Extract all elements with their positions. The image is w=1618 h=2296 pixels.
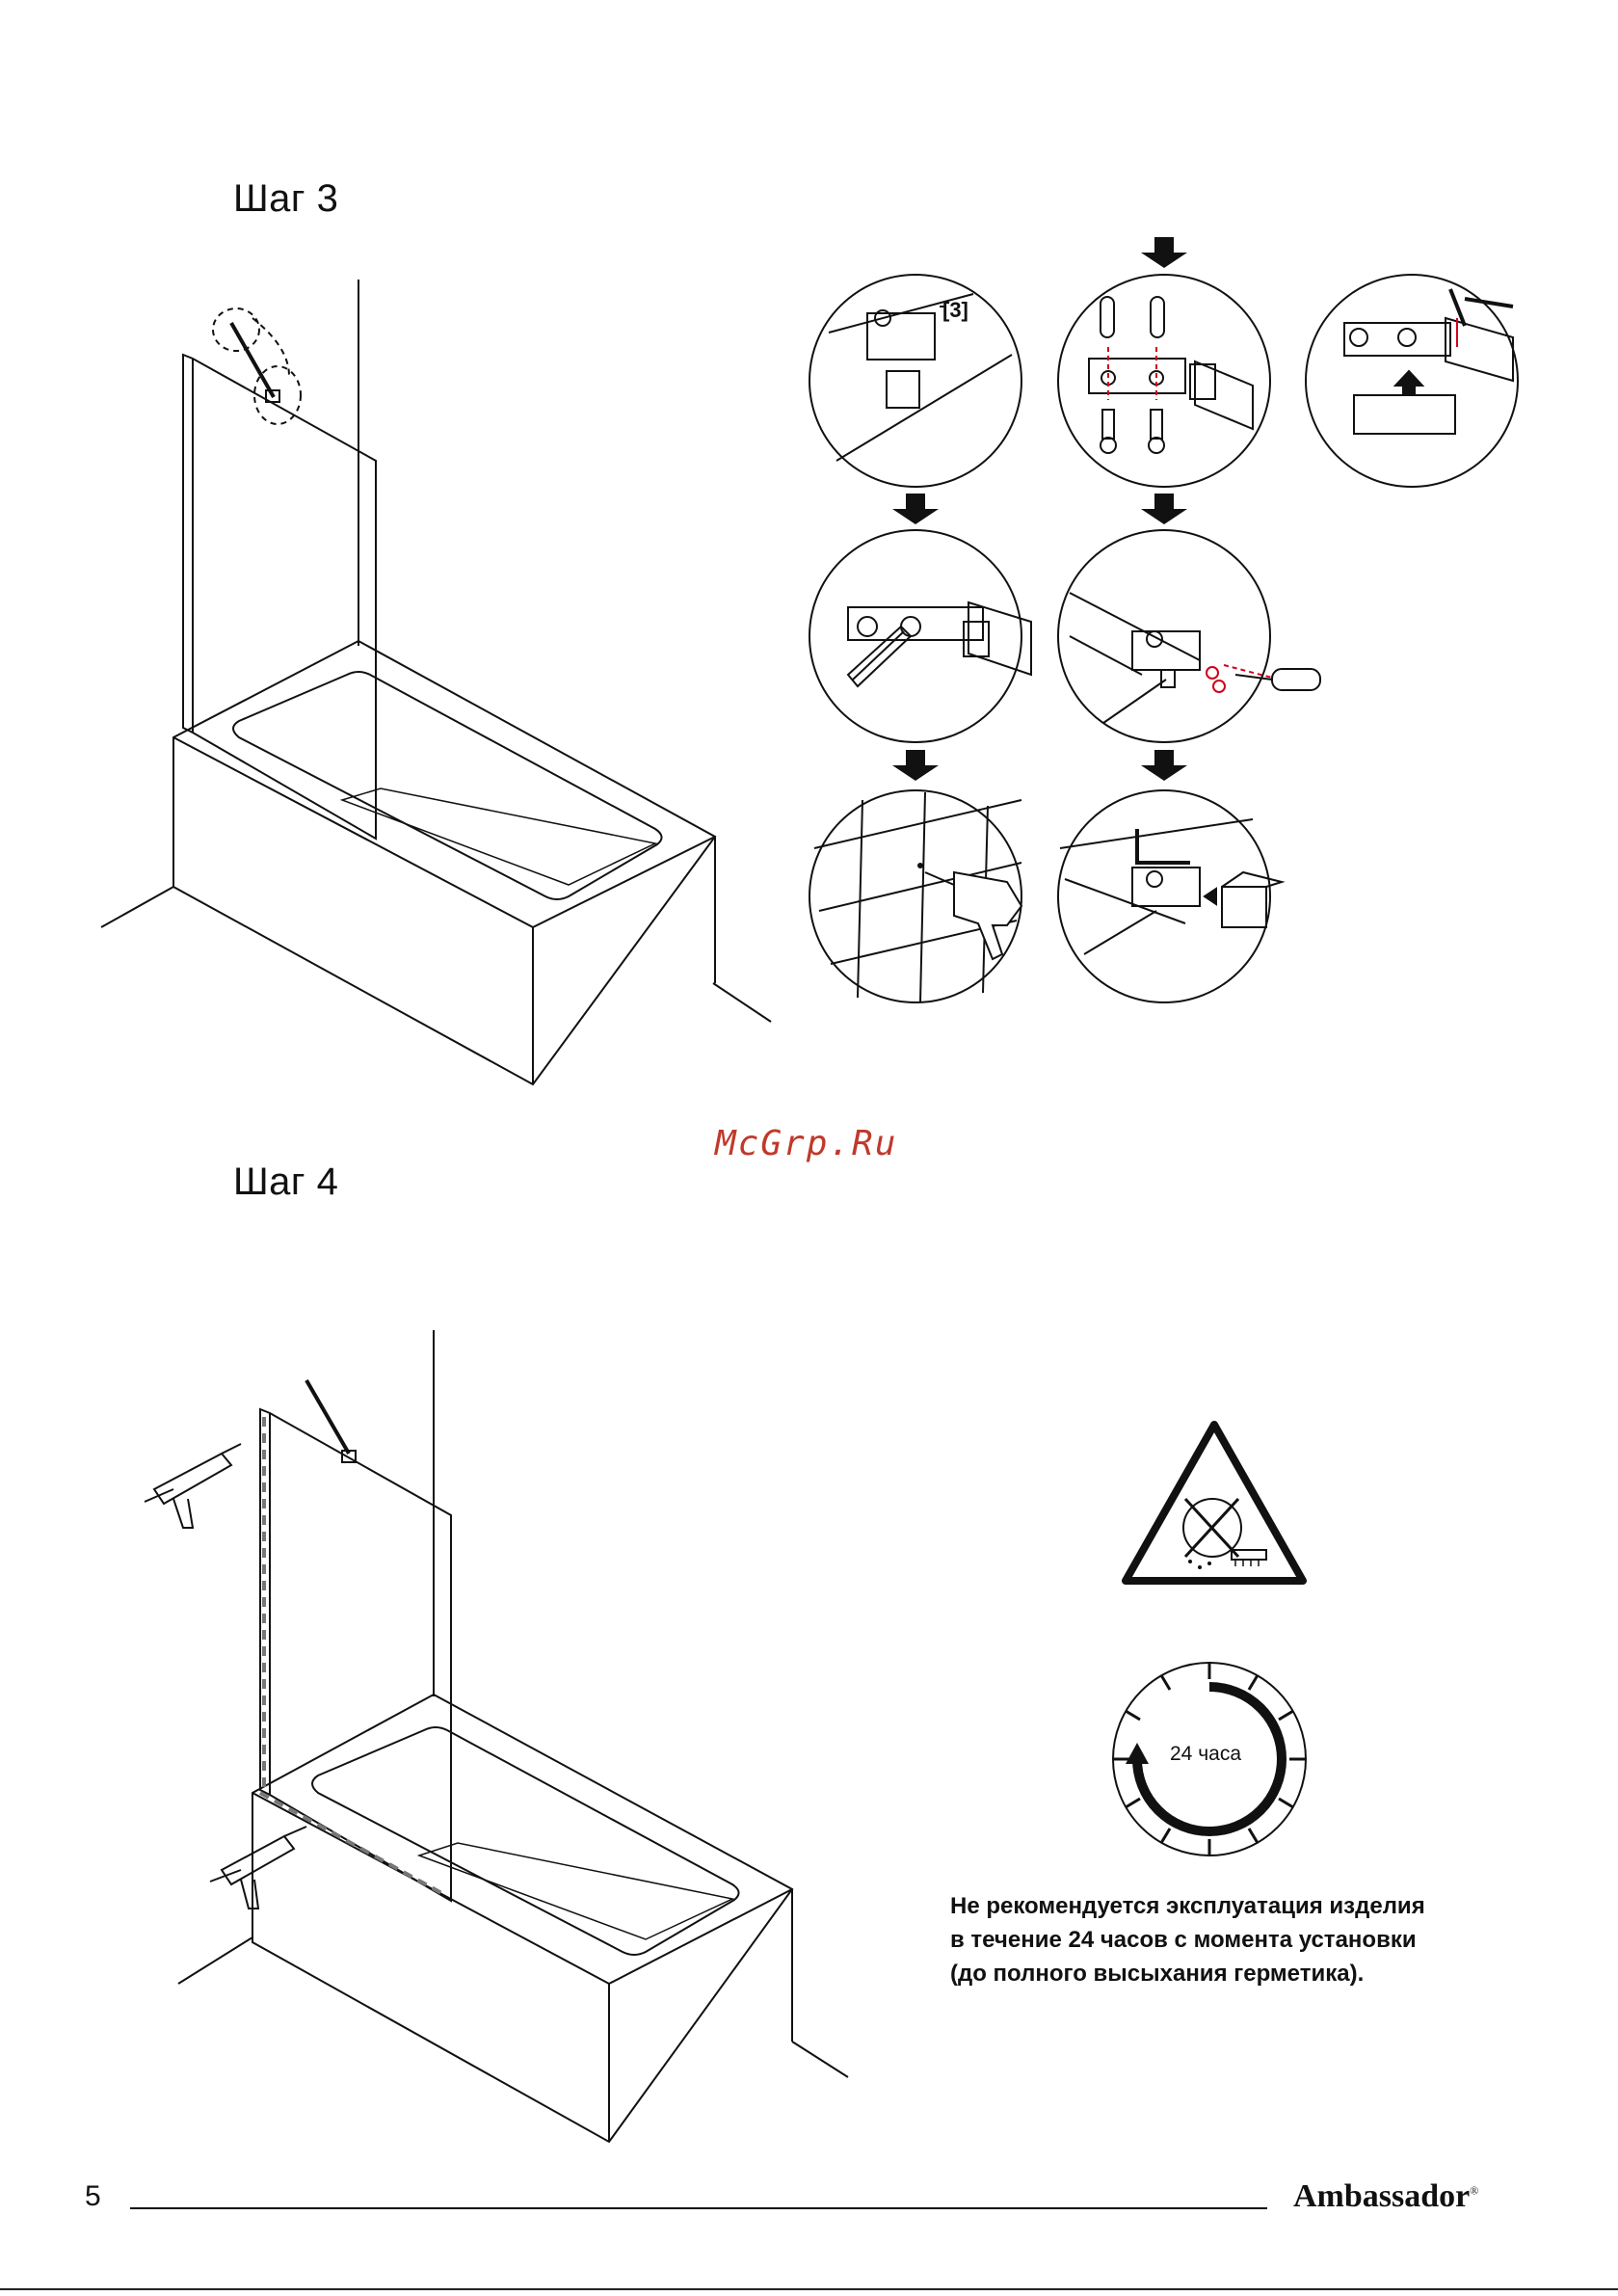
arrow-down-icon xyxy=(892,237,1187,781)
brand-logo: Ambassador® xyxy=(1293,2178,1478,2215)
page-number: 5 xyxy=(85,2180,101,2213)
note-line: в течение 24 часов с момента установки xyxy=(950,1923,1425,1957)
clock-label: 24 часа xyxy=(1170,1743,1241,1766)
part-ref-label: [3] xyxy=(942,298,968,323)
page-bottom-edge xyxy=(0,2288,1618,2290)
brand-name: Ambassador xyxy=(1293,2178,1470,2214)
note-line: Не рекомендуется эксплуатация изделия xyxy=(950,1889,1425,1923)
footer-divider xyxy=(130,2207,1267,2209)
sealant-gun-icon xyxy=(210,1827,306,1909)
note-line: (до полного высыхания герметика). xyxy=(950,1957,1425,1990)
brand-mark: ® xyxy=(1470,2184,1478,2198)
warning-triangle-icon xyxy=(1118,1417,1311,1586)
curing-note: Не рекомендуется эксплуатация изделия в … xyxy=(950,1889,1425,1990)
step4-bathtub-illustration xyxy=(0,0,867,2217)
sealant-gun-icon xyxy=(145,1444,241,1528)
